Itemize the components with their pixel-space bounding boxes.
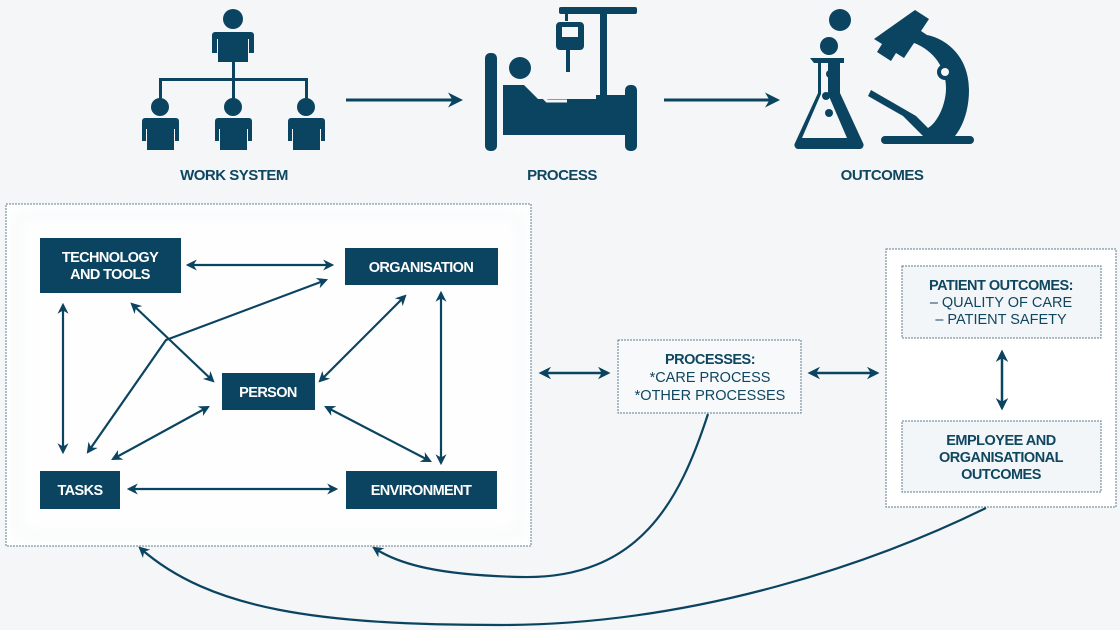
environment-box: ENVIRONMENT: [346, 471, 497, 509]
organisation-label: ORGANISATION: [369, 260, 474, 276]
process-label: PROCESS: [527, 167, 597, 184]
employee-outcomes-box: EMPLOYEE AND ORGANISATIONAL OUTCOMES: [901, 420, 1102, 493]
employee-line1: EMPLOYEE AND: [946, 433, 1056, 449]
outcomes-label: OUTCOMES: [841, 167, 924, 184]
org-chart-icon: [142, 9, 325, 150]
organisation-box: ORGANISATION: [345, 248, 498, 285]
arrow-person-tasks: [111, 405, 210, 461]
flask-microscope-icon: [794, 9, 974, 150]
work-system-arrows: [57, 259, 447, 495]
person-label: PERSON: [239, 385, 297, 401]
technology-line2: AND TOOLS: [70, 267, 151, 283]
employee-line3: OUTCOMES: [961, 467, 1042, 483]
processes-item-care: *CARE PROCESS: [650, 370, 771, 386]
patient-outcomes-safety: – PATIENT SAFETY: [935, 312, 1067, 328]
patient-outcomes-box: PATIENT OUTCOMES: – QUALITY OF CARE – PA…: [901, 265, 1102, 339]
work-system-label: WORK SYSTEM: [180, 167, 288, 184]
processes-item-other: *OTHER PROCESSES: [635, 388, 786, 404]
feedback-arrow-outcomes-to-worksystem: [138, 507, 987, 627]
person-box: PERSON: [222, 373, 315, 410]
employee-line2: ORGANISATIONAL: [939, 450, 1064, 466]
arrow-person-environment: [324, 405, 432, 463]
tasks-box: TASKS: [40, 471, 120, 509]
arrow-organisation-person: [318, 294, 407, 383]
patient-outcomes-title: PATIENT OUTCOMES:: [929, 278, 1073, 294]
feedback-arrow-processes-to-worksystem: [372, 413, 710, 579]
tasks-label: TASKS: [57, 483, 103, 499]
processes-title: PROCESSES:: [665, 352, 755, 368]
technology-and-tools-box: TECHNOLOGY AND TOOLS: [40, 238, 181, 293]
environment-label: ENVIRONMENT: [371, 483, 472, 499]
processes-box: PROCESSES: *CARE PROCESS *OTHER PROCESSE…: [617, 339, 802, 414]
patient-outcomes-quality: – QUALITY OF CARE: [930, 295, 1073, 311]
technology-line1: TECHNOLOGY: [62, 250, 159, 266]
hospital-bed-icon: [485, 7, 637, 151]
